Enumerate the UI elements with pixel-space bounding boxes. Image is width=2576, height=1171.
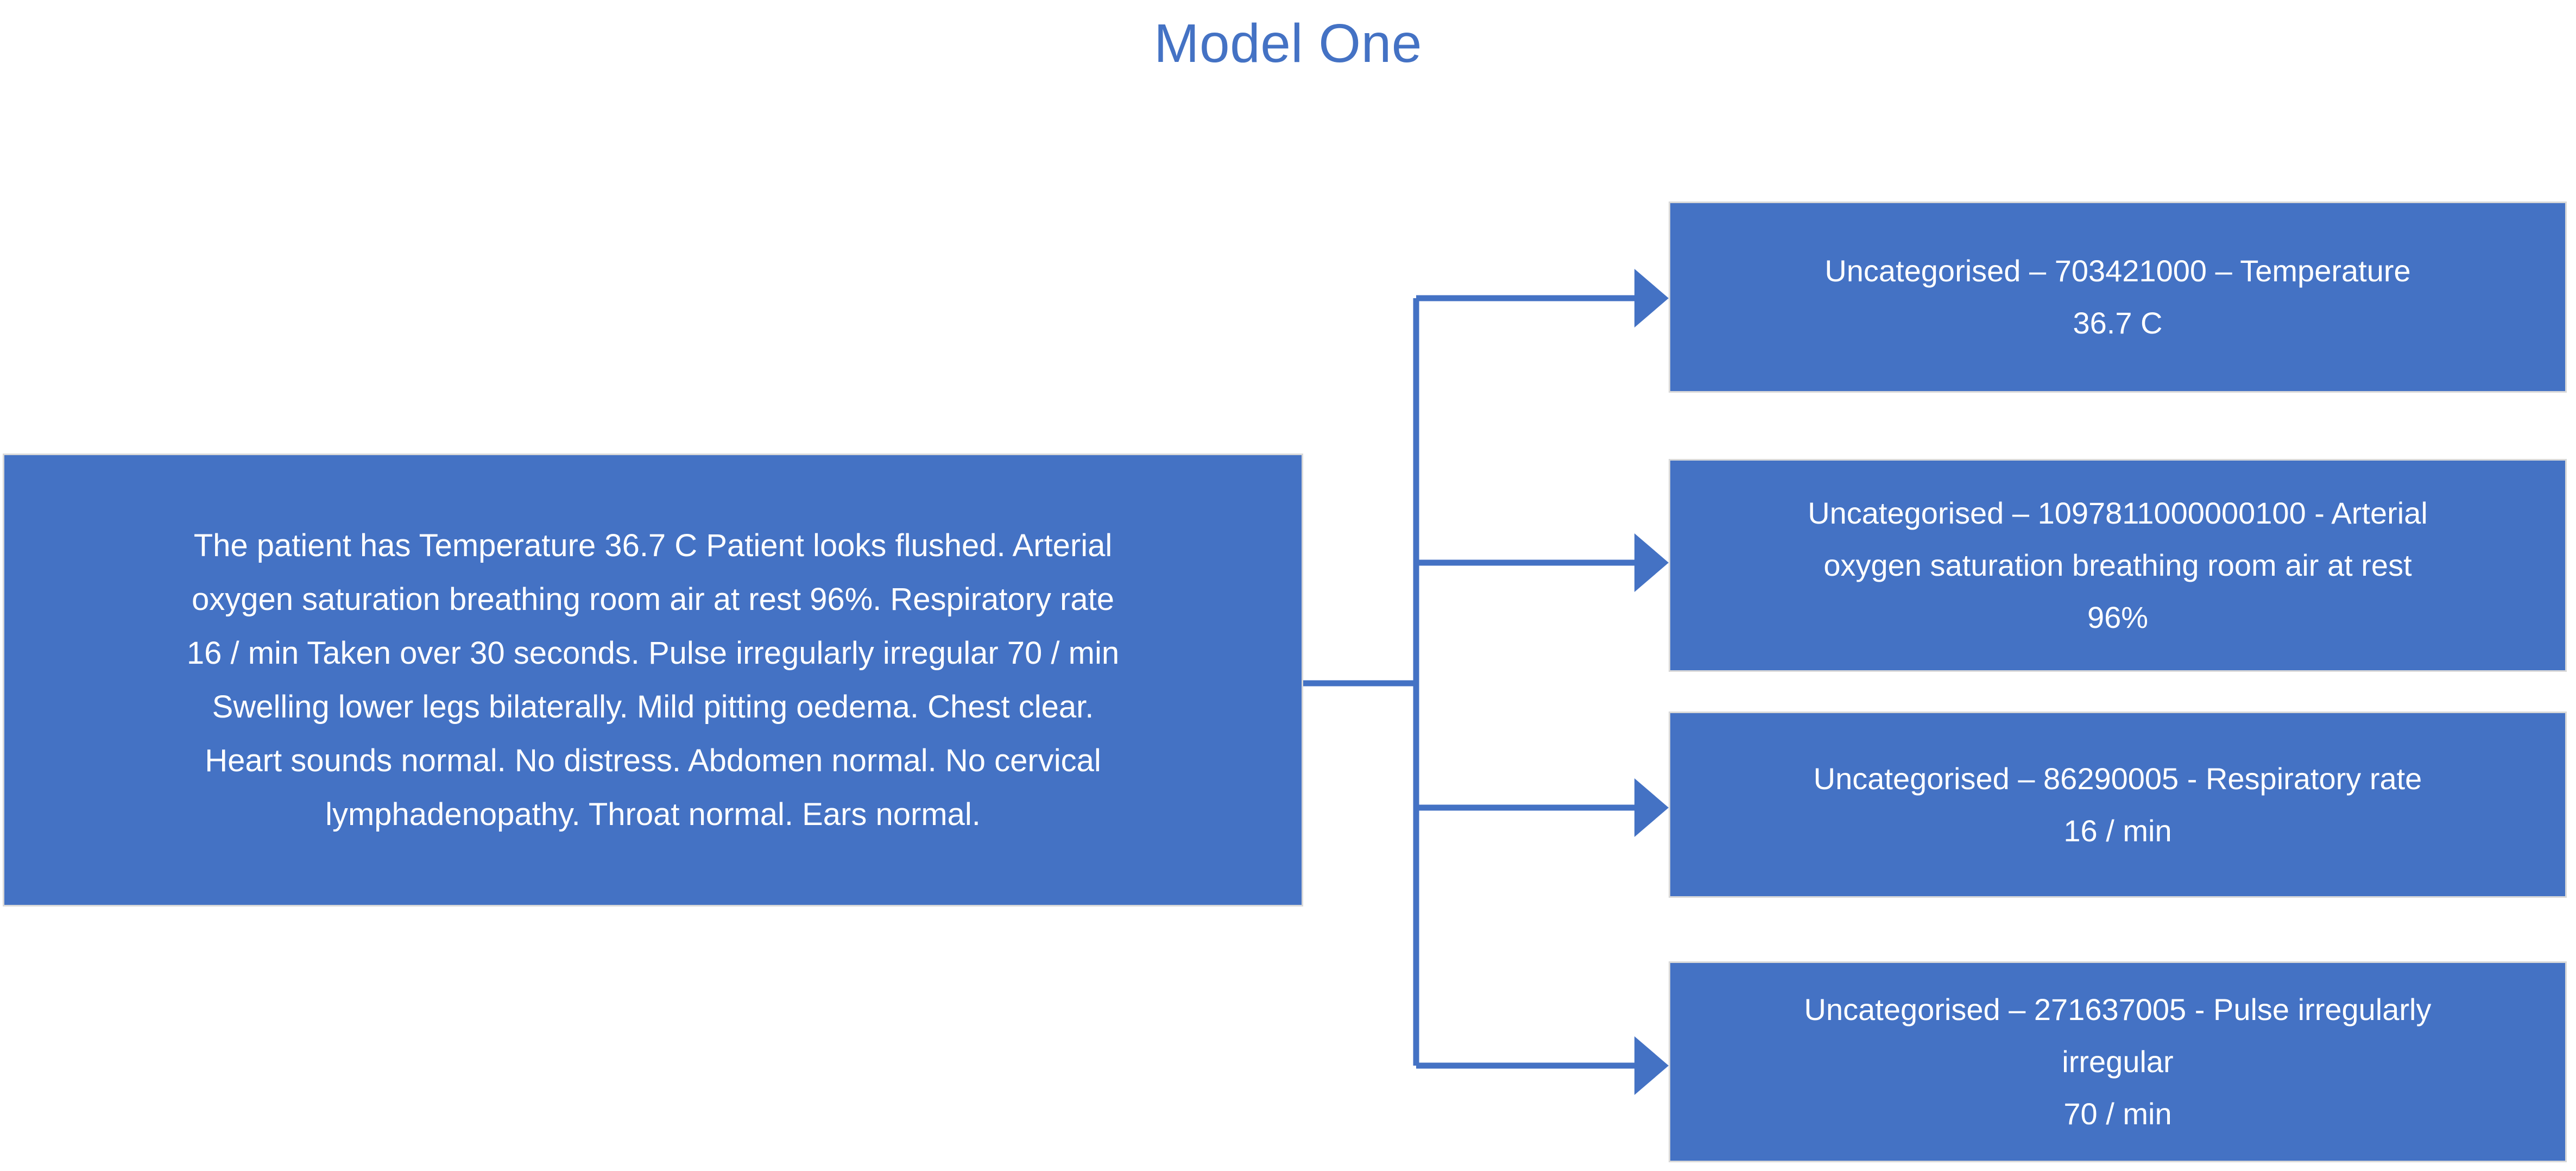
output-line: Uncategorised – 1097811000000100 - Arter… xyxy=(1808,496,2428,530)
output-box-text: Uncategorised – 703421000 – Temperature … xyxy=(1670,245,2565,349)
output-line: Uncategorised – 271637005 - Pulse irregu… xyxy=(1804,992,2432,1027)
output-line: oxygen saturation breathing room air at … xyxy=(1823,548,2412,582)
arrowhead-icon-2 xyxy=(1634,533,1669,592)
output-box-text: Uncategorised – 86290005 - Respiratory r… xyxy=(1670,753,2565,857)
output-box-respiratory-rate[interactable]: Uncategorised – 86290005 - Respiratory r… xyxy=(1669,712,2567,898)
source-note-line: oxygen saturation breathing room air at … xyxy=(192,582,1114,617)
source-note-line: Heart sounds normal. No distress. Abdome… xyxy=(205,743,1101,778)
output-box-pulse[interactable]: Uncategorised – 271637005 - Pulse irregu… xyxy=(1669,961,2567,1162)
source-note-box[interactable]: The patient has Temperature 36.7 C Patie… xyxy=(3,454,1303,906)
output-box-text: Uncategorised – 1097811000000100 - Arter… xyxy=(1670,487,2565,644)
page-title: Model One xyxy=(1154,13,1422,74)
arrowhead-icon-3 xyxy=(1634,778,1669,837)
source-note-line: The patient has Temperature 36.7 C Patie… xyxy=(193,528,1113,563)
output-box-temperature[interactable]: Uncategorised – 703421000 – Temperature … xyxy=(1669,202,2567,393)
output-line: 96% xyxy=(2087,600,2149,634)
arrowhead-icon-1 xyxy=(1634,269,1669,328)
output-line: 36.7 C xyxy=(2073,306,2163,340)
output-line: Uncategorised – 703421000 – Temperature xyxy=(1824,254,2411,288)
source-note-line: 16 / min Taken over 30 seconds. Pulse ir… xyxy=(186,635,1120,671)
source-note-line: Swelling lower legs bilaterally. Mild pi… xyxy=(212,689,1094,725)
arrowhead-icon-4 xyxy=(1634,1036,1669,1095)
output-line: 16 / min xyxy=(2063,813,2172,848)
output-box-oxygen-saturation[interactable]: Uncategorised – 1097811000000100 - Arter… xyxy=(1669,459,2567,672)
output-line: irregular xyxy=(2062,1044,2174,1079)
output-line: Uncategorised – 86290005 - Respiratory r… xyxy=(1813,761,2422,796)
output-line: 70 / min xyxy=(2063,1097,2172,1131)
source-note-line: lymphadenopathy. Throat normal. Ears nor… xyxy=(325,797,981,832)
source-note-text: The patient has Temperature 36.7 C Patie… xyxy=(4,519,1302,841)
output-box-text: Uncategorised – 271637005 - Pulse irregu… xyxy=(1670,984,2565,1140)
